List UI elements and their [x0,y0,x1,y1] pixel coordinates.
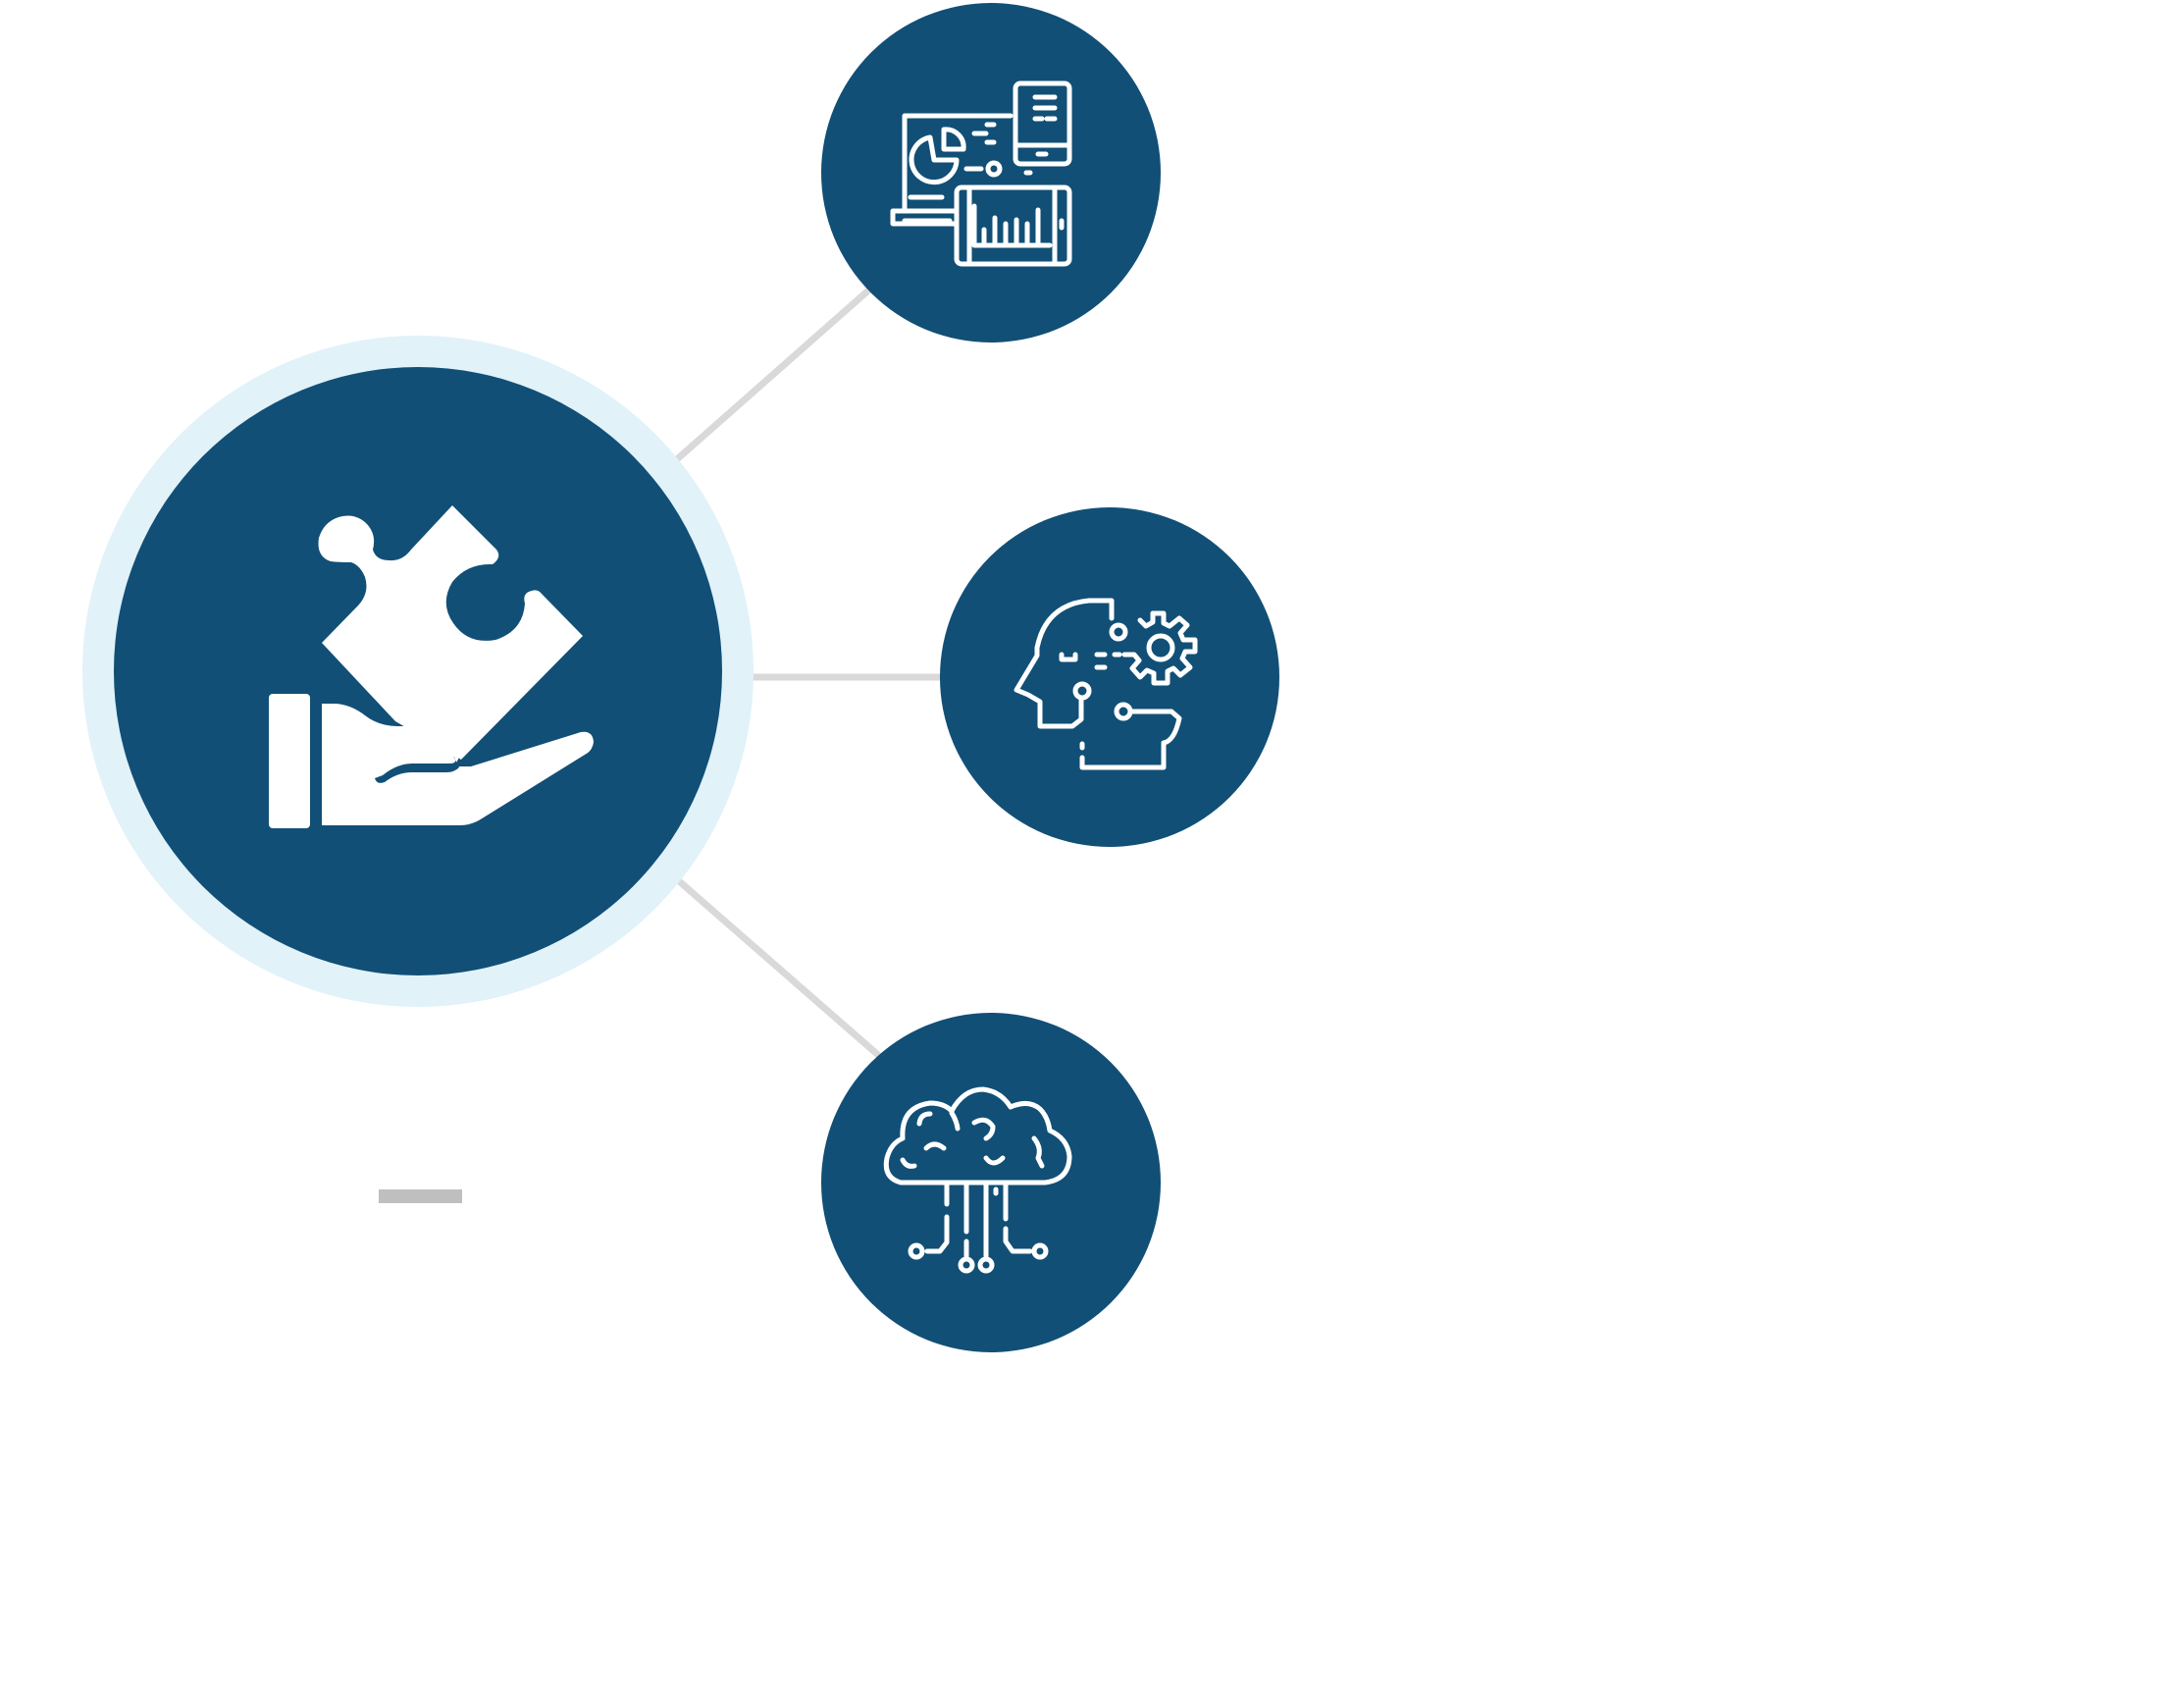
node-analytics-devices [821,3,1161,342]
node-circle-ai [940,507,1279,847]
cloud-network-icon [883,1086,1072,1274]
connector-lines [673,287,948,1059]
ai-head-gear-icon [1014,598,1198,770]
connector-line-bottom [673,875,882,1059]
hub-node [82,336,754,1007]
puzzle-piece-in-hand-icon [269,505,594,828]
node-ai-head-gear [940,507,1279,847]
analytics-devices-icon [890,80,1072,267]
node-cloud-network [821,1013,1161,1352]
hub-label-placeholder [379,1189,462,1203]
connector-line-top [673,287,872,463]
